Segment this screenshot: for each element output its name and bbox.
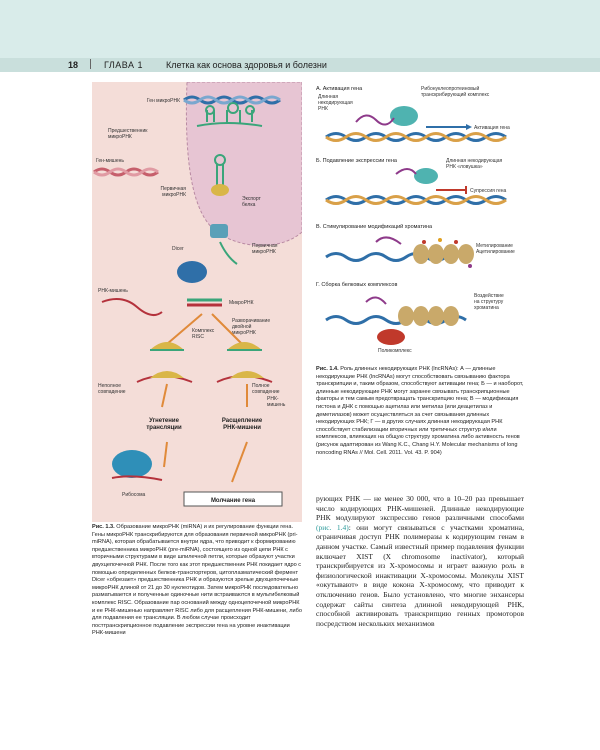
label-activation: Активация гена: [474, 125, 510, 131]
body-text-part1: рующих РНК — не менее 30 000, что в 10–2…: [316, 494, 524, 523]
label-dicer: Dicer: [172, 246, 184, 252]
figure-1-4-caption: Рис. 1.4. Роль длинных некодирующих РНК …: [316, 366, 524, 457]
risc-complexes: [150, 342, 262, 351]
caption-text-1-4: Роль длинных некодирующих РНК (lncRNAs):…: [316, 366, 524, 456]
running-header: 18 ГЛАВА 1 Клетка как основа здоровья и …: [0, 58, 600, 72]
mirna-gene-dna: [183, 95, 281, 105]
page-number: 18: [68, 60, 79, 70]
lncrna-strand-d: [365, 296, 387, 305]
nucleosomes-d: [325, 306, 467, 326]
label-ribosome: Рибосома: [122, 492, 146, 498]
primary-hairpin: [211, 154, 229, 196]
panel-b-title: Б. Подавление экспрессии гена: [316, 158, 398, 164]
chapter-label: ГЛАВА 1: [104, 60, 143, 70]
panel-c-title: В. Стимулирование модификаций хроматина: [316, 223, 433, 230]
silencing-box: [183, 491, 283, 507]
nucleosomes-c: [325, 238, 474, 268]
ribosome: [112, 450, 152, 478]
target-rna-strand: [101, 297, 163, 317]
body-text-part2: : они могут связываться с участками хром…: [316, 522, 524, 628]
target-binding: [136, 371, 273, 383]
caption-text-1-3: Образование микроРНК (miRNA) и их регули…: [92, 524, 302, 637]
dicer-enzyme: [177, 261, 207, 283]
panel-a-title: А. Активация гена: [316, 86, 363, 92]
export-protein: [210, 224, 228, 238]
export-rna: [219, 241, 238, 265]
figure-link[interactable]: (рис. 1.4): [316, 522, 349, 532]
header-separator: [90, 59, 91, 69]
lncrna-strand-a: [355, 114, 395, 126]
label-mirna-gene: Ген микроРНК: [147, 98, 180, 104]
panel-d-title: Г. Сборка белковых комплексов: [316, 282, 397, 288]
label-target-rna: РНК-мишень: [98, 288, 128, 294]
label-silencing: Молчание гена: [211, 498, 256, 504]
label-target-gene: Ген-мишень: [96, 158, 124, 164]
dna-helix-a: [325, 132, 507, 142]
dna-helix-b: [325, 195, 507, 205]
caption-label-1-3: Рис. 1.3.: [92, 524, 115, 530]
polycomplex: [377, 329, 405, 345]
target-gene-dna: [93, 167, 159, 177]
caption-label-1-4: Рис. 1.4.: [316, 366, 339, 372]
transcription-complex-a: [390, 106, 418, 126]
label-polycomplex: Поликомплекс: [378, 348, 412, 354]
top-band: [0, 0, 600, 58]
figure-1-3-caption: Рис. 1.3. Образование микроРНК (miRNA) и…: [92, 524, 302, 638]
body-paragraph: рующих РНК — не менее 30 000, что в 10–2…: [316, 494, 524, 628]
nucleus: [185, 81, 303, 246]
chapter-title: Клетка как основа здоровья и болезни: [166, 60, 327, 70]
precursor-hairpins: [196, 102, 263, 127]
lncrna-strand-b: [395, 168, 417, 175]
lncrna-strand-c: [375, 236, 402, 245]
suppression-mark: [436, 186, 467, 194]
mirna-duplex: [187, 298, 222, 307]
label-rna-target2: РНК-мишень: [267, 396, 286, 408]
transcription-factor-b: [414, 168, 438, 184]
label-suppression-gene: Супрессия гена: [470, 188, 507, 194]
label-mirna: МикроРНК: [229, 300, 254, 306]
pathway-arrows: [161, 313, 248, 483]
